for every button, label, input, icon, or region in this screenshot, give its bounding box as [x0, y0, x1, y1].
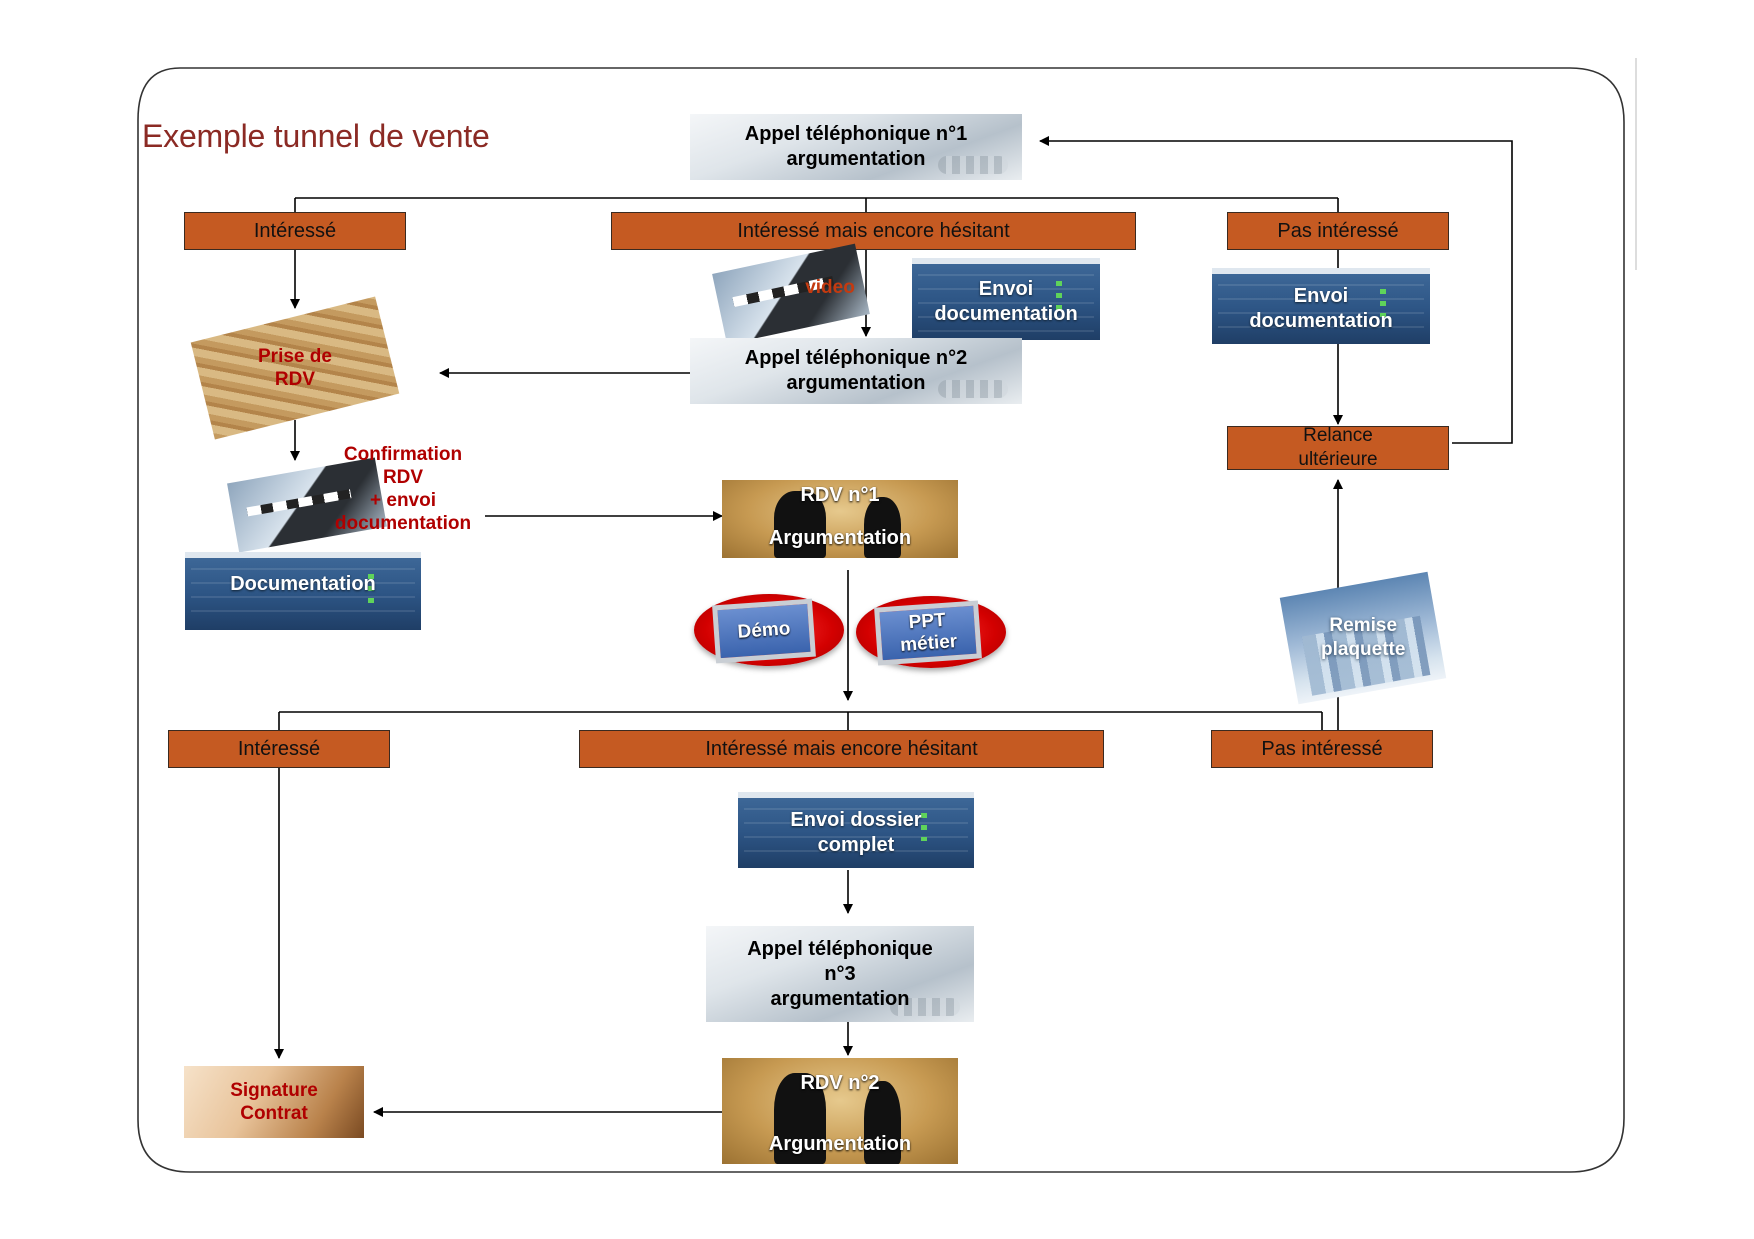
rdv-2: RDV n°2 Argumentation: [722, 1058, 958, 1164]
envoi-documentation-right: Envoi documentation: [1212, 268, 1430, 344]
documentation-label: Documentation: [230, 573, 376, 595]
relance-line1: Relance: [1303, 425, 1373, 446]
envoi-doc-right-line1: Envoi: [1293, 285, 1349, 307]
call-2-line1: Appel téléphonique n°2: [744, 347, 968, 369]
top-branch-not-interested: Pas intéressé: [1227, 212, 1449, 250]
demo-tv: Démo: [712, 598, 816, 664]
envoi-doc-mid-line1: Envoi: [978, 278, 1034, 300]
envoi-doc-mid-line2: documentation: [934, 303, 1078, 325]
page-title: Exemple tunnel de vente: [142, 118, 490, 154]
call-3-line3: argumentation: [770, 987, 910, 1010]
documentation-image: Documentation: [185, 552, 421, 630]
confirmation-line3: + envoi: [370, 490, 436, 511]
signature-line2: Contrat: [240, 1103, 308, 1124]
confirmation-line2: RDV: [382, 467, 424, 488]
rdv-2-label: RDV n°2: [800, 1072, 880, 1094]
confirmation-line4: documentation: [334, 513, 472, 534]
envoi-dossier-complet: Envoi dossier complet: [738, 792, 974, 868]
ppt-line2: métier: [899, 631, 958, 656]
rdv-1: RDV n°1 Argumentation: [722, 480, 958, 558]
slide-frame: [137, 67, 1625, 1173]
confirmation-line1: Confirmation: [343, 444, 463, 465]
call-1-line1: Appel téléphonique n°1: [744, 123, 968, 145]
prise-rdv-line1: Prise de: [258, 346, 332, 367]
bottom-branch-not-interested: Pas intéressé: [1211, 730, 1433, 768]
ppt-line1: PPT: [908, 609, 947, 634]
rdv-1-label: RDV n°1: [800, 484, 880, 506]
signature-line1: Signature: [230, 1080, 318, 1101]
envoi-dossier-line2: complet: [817, 834, 895, 856]
envoi-documentation-mid: Envoi documentation: [912, 258, 1100, 340]
confirmation-text: Confirmation RDV + envoi documentation: [318, 443, 488, 535]
prise-rdv-line2: RDV: [274, 369, 316, 390]
top-branch-hesitant: Intéressé mais encore hésitant: [611, 212, 1136, 250]
relance-line2: ultérieure: [1298, 449, 1378, 470]
video-label: video: [805, 277, 855, 298]
call-2-line2: argumentation: [786, 372, 926, 394]
call-3-line2: n°3: [824, 962, 856, 985]
rdv-2-sub: Argumentation: [768, 1133, 912, 1155]
bottom-branch-hesitant: Intéressé mais encore hésitant: [579, 730, 1104, 768]
remise-line1: Remise: [1329, 615, 1397, 637]
relance-ulterieure: Relance ultérieure: [1227, 425, 1449, 470]
bottom-branch-interested: Intéressé: [168, 730, 390, 768]
call-3-line1: Appel téléphonique: [747, 937, 933, 960]
call-1-line2: argumentation: [786, 148, 926, 170]
top-branch-interested: Intéressé: [184, 212, 406, 250]
envoi-dossier-line1: Envoi dossier: [790, 809, 922, 831]
rdv-1-sub: Argumentation: [768, 527, 912, 549]
remise-line2: plaquette: [1320, 639, 1406, 661]
envoi-doc-right-line2: documentation: [1249, 310, 1393, 332]
call-1: Appel téléphonique n°1 argumentation: [690, 114, 1022, 180]
call-2: Appel téléphonique n°2 argumentation: [690, 338, 1022, 404]
